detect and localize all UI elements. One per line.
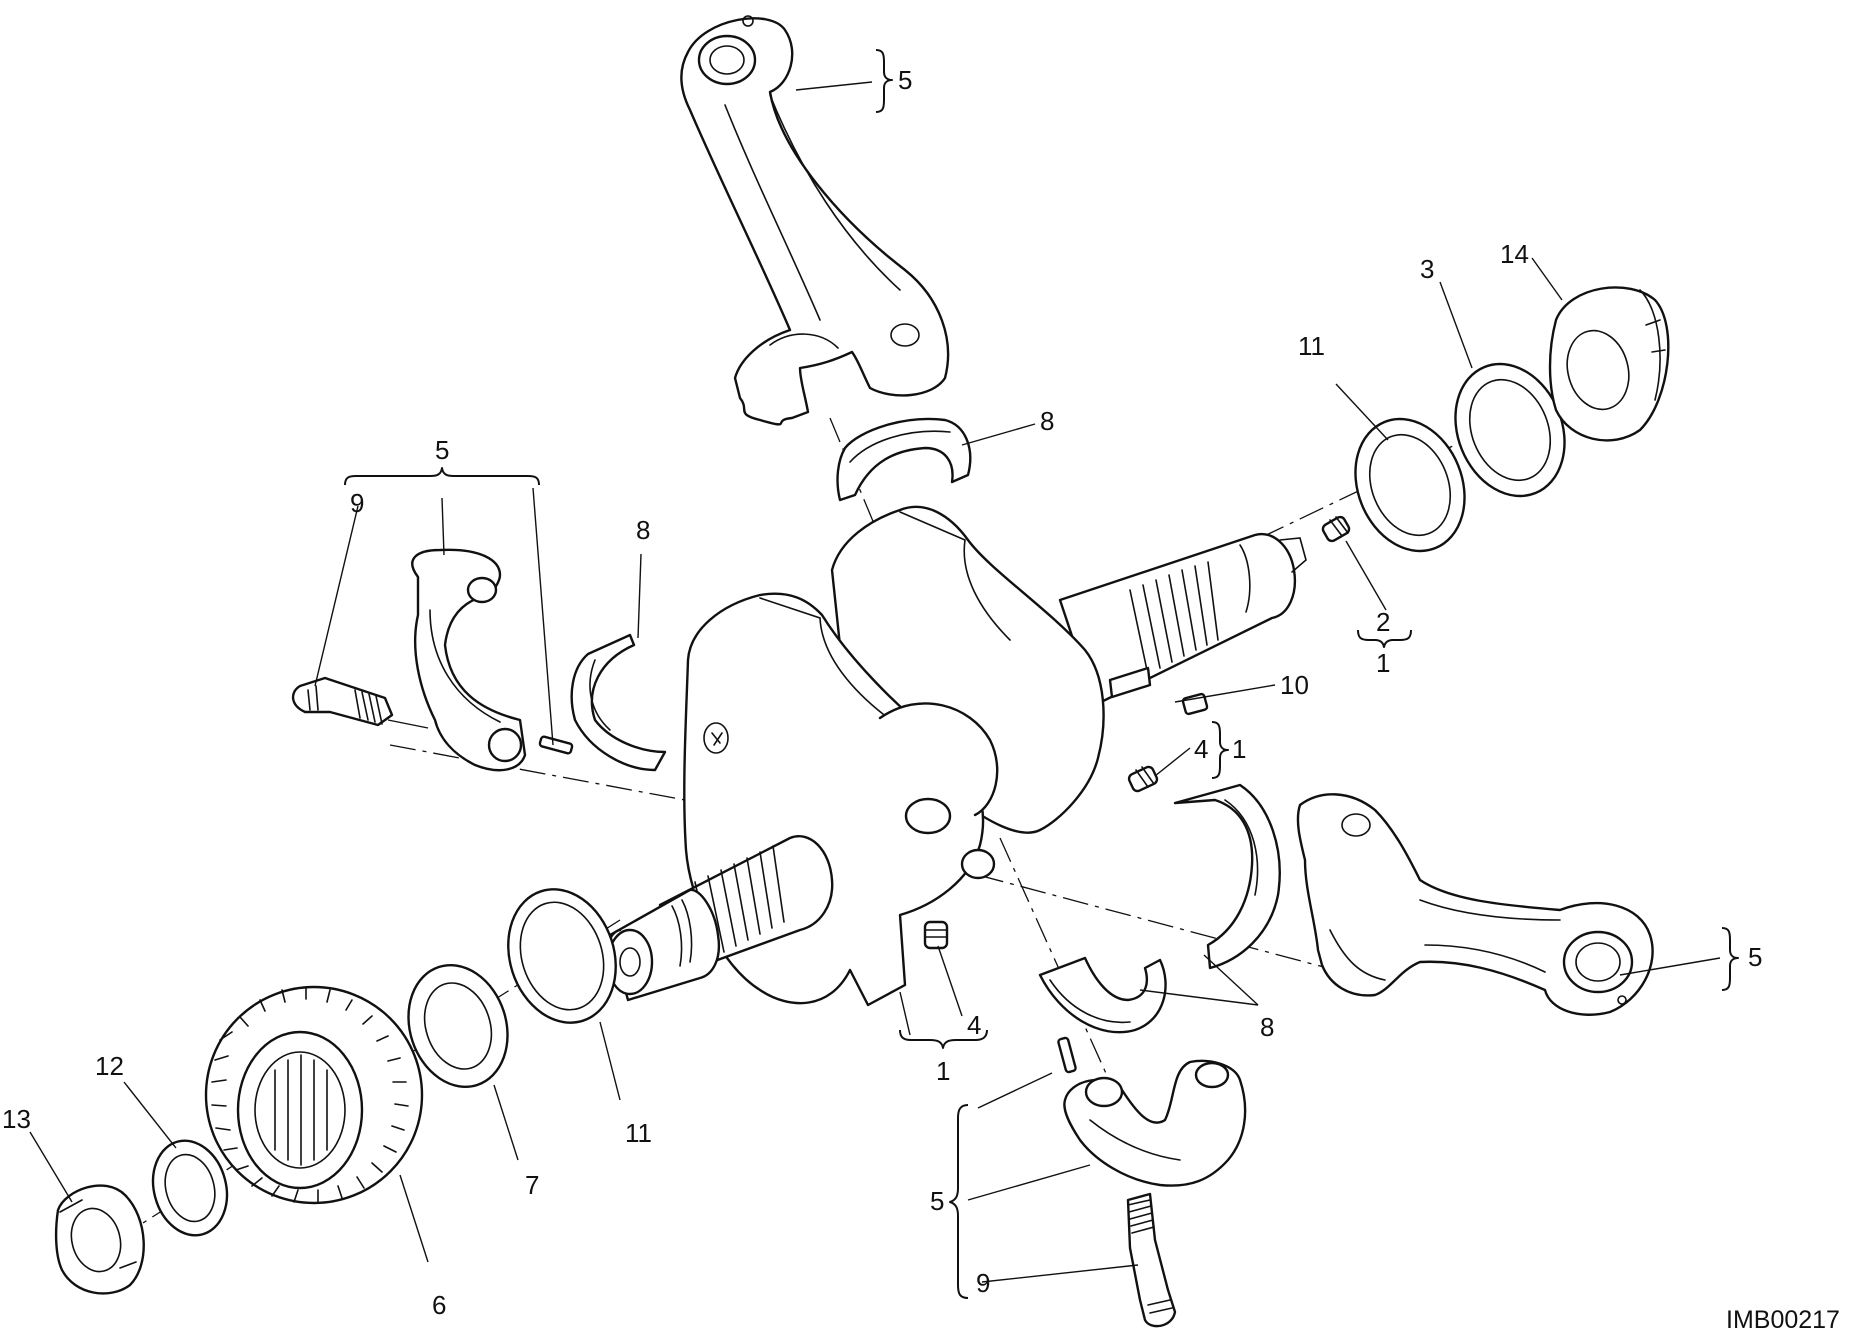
crankshaft: [606, 505, 1307, 1007]
callout-nut-14: 14: [1500, 239, 1529, 269]
shim-left-7: [407, 963, 509, 1089]
leader-lines: [29, 81, 1721, 1283]
splines-right: [1129, 561, 1219, 676]
plug-right: [1321, 515, 1351, 543]
callout-conrod-left-group: 5: [435, 435, 449, 465]
conrod-cap-bottom: [1063, 1059, 1247, 1187]
gear-6: [204, 985, 424, 1205]
callout-conrod-top: 5: [898, 65, 912, 95]
ring-nut-13: [54, 1184, 145, 1295]
bearing-shell-right-lower: [1038, 956, 1167, 1034]
connecting-rod-top: [680, 15, 950, 426]
callout-plug-right: 2: [1376, 607, 1390, 637]
connecting-rod-right: [1296, 793, 1654, 1016]
bolt-bottom: [1126, 1192, 1177, 1328]
plug-center: [1127, 765, 1159, 793]
callout-plug-center: 4: [1194, 734, 1208, 764]
callout-nut-13: 13: [2, 1104, 31, 1134]
callout-washer-left-11: 11: [625, 1118, 652, 1148]
bearing-shell-left: [570, 633, 667, 772]
callout-conrod-bottom-group: 5: [930, 1186, 944, 1216]
callout-washer-right-11: 11: [1298, 331, 1325, 361]
callout-bolt-bottom: 9: [976, 1268, 990, 1298]
dowel-bottom: [1057, 1036, 1077, 1074]
conrod-cap-left: [411, 548, 527, 772]
callout-shim-7: 7: [525, 1170, 539, 1200]
callout-shell-bottom: 8: [1260, 1012, 1274, 1042]
callout-labels: 5 8 5 9 8 11 3 14 2 1 10 4 1 5 8 4 1 5 9…: [2, 65, 1762, 1320]
plug-bottom: [923, 920, 949, 950]
callout-bolt-left: 9: [350, 488, 364, 518]
callout-conrod-right: 5: [1748, 942, 1762, 972]
callout-crankshaft-center: 1: [1232, 734, 1246, 764]
washer-12: [151, 1139, 229, 1237]
thrust-washer-right-11: [1354, 417, 1466, 553]
callout-shell-left: 8: [636, 515, 650, 545]
bolt-left: [291, 676, 394, 727]
callout-plug-bottom: 4: [967, 1010, 981, 1040]
callout-shim-3: 3: [1420, 254, 1434, 284]
callout-crankshaft-bottom: 1: [936, 1056, 950, 1086]
thrust-washer-left-11: [507, 888, 617, 1024]
callout-crankshaft-right: 1: [1376, 648, 1390, 678]
bearing-shell-right-upper: [1173, 783, 1281, 970]
dowel-left: [538, 735, 574, 755]
ring-nut-right-14: [1548, 286, 1670, 442]
callout-shell-top: 8: [1040, 406, 1054, 436]
callout-gear-6: 6: [432, 1290, 446, 1320]
drawing-reference-code: IMB00217: [1726, 1306, 1840, 1334]
callout-washer-12: 12: [95, 1051, 124, 1081]
braces: [344, 49, 1739, 1299]
callout-dowel: 10: [1280, 670, 1309, 700]
bearing-shell-top: [836, 417, 972, 502]
